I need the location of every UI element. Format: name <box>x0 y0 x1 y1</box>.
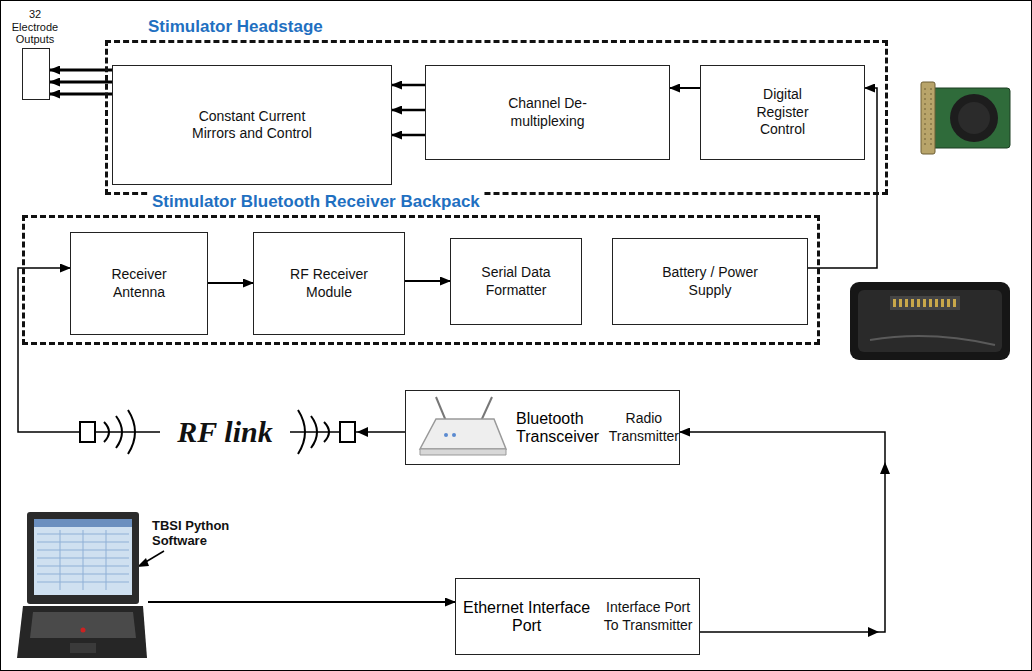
arrow-head <box>880 462 890 474</box>
box-label: Channel De-multiplexing <box>488 95 608 130</box>
laptop-node: TBSI Python Software <box>15 510 148 665</box>
signal-arrow <box>392 134 425 137</box>
block-title: Bluetooth Transceiver <box>516 410 609 446</box>
signal-arrow <box>50 81 112 84</box>
leader-arrow <box>137 551 164 567</box>
box-label: RF Receiver Module <box>283 266 375 301</box>
signal-arrow <box>670 87 700 89</box>
laptop-picture <box>15 510 148 665</box>
group-title: Stimulator Headstage <box>146 17 325 37</box>
software-caption: TBSI Python Software <box>152 518 252 548</box>
block-title: Ethernet Interface Port <box>456 599 597 635</box>
signal-arrow <box>148 601 455 603</box>
box-label: Radio Transmitter <box>609 410 679 445</box>
box-label: Receiver Antenna <box>103 266 175 301</box>
electrode-output-box: 32 Electrode Outputs <box>22 48 50 100</box>
arrow-head <box>868 627 879 637</box>
backpack-photo <box>850 282 1010 360</box>
arrow-head <box>357 427 368 437</box>
box-label: Interface Port To Transmitter <box>597 599 699 634</box>
process-box: Digital Register Control <box>700 65 865 160</box>
headstage-photo <box>921 82 1010 154</box>
box-label: Constant Current Mirrors and Control <box>177 108 327 143</box>
box-label: Battery / Power Supply <box>658 264 762 299</box>
process-box: Receiver Antenna <box>70 232 208 335</box>
signal-arrow <box>392 109 425 112</box>
output-caption: 32 Electrode Outputs <box>8 8 62 46</box>
process-box: Serial Data Formatter <box>450 238 582 325</box>
link-label: RF link <box>160 412 290 452</box>
signal-arrow <box>405 280 450 282</box>
process-box: RF Receiver Module <box>253 232 405 335</box>
group-title: Stimulator Bluetooth Receiver Backpack <box>150 192 482 212</box>
signal-arrow <box>680 432 885 632</box>
transceiver-picture <box>406 391 516 466</box>
process-box: Constant Current Mirrors and Control <box>112 65 392 185</box>
box-label: Serial Data Formatter <box>480 264 552 299</box>
backpack-group: Stimulator Bluetooth Receiver BackpackRe… <box>22 215 820 345</box>
rf-link-symbol <box>80 410 355 454</box>
signal-arrow <box>208 282 253 284</box>
headstage-group: Stimulator HeadstageConstant Current Mir… <box>105 40 888 195</box>
process-box: Battery / Power Supply <box>612 238 808 325</box>
process-box: Channel De-multiplexing <box>425 65 670 160</box>
box-label: Digital Register Control <box>747 86 819 139</box>
signal-arrow <box>50 69 112 72</box>
transceiver-box: Bluetooth TransceiverRadio Transmitter <box>405 390 680 465</box>
signal-arrow <box>392 84 425 87</box>
interface-box: Ethernet Interface PortInterface Port To… <box>455 578 700 655</box>
signal-arrow <box>50 93 112 96</box>
